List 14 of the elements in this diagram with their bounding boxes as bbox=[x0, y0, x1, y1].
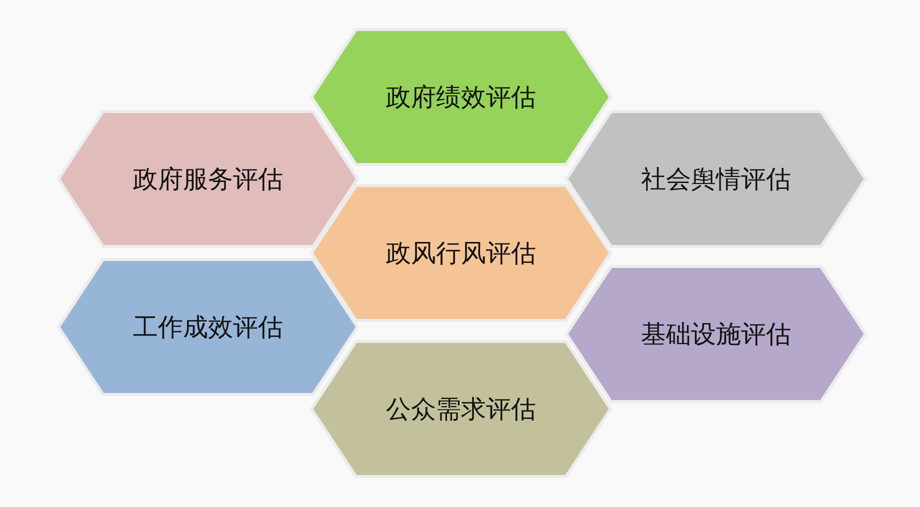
hexagon-node bbox=[310, 28, 612, 166]
node-label: 工作成效评估 bbox=[132, 312, 284, 344]
hexagon-node bbox=[57, 258, 359, 396]
node-label: 公众需求评估 bbox=[385, 394, 537, 426]
hexagon-node bbox=[310, 184, 612, 322]
hexagon-node bbox=[57, 110, 359, 248]
hexagon-node bbox=[310, 340, 612, 478]
node-label: 政府绩效评估 bbox=[385, 82, 537, 114]
node-label: 基础设施评估 bbox=[640, 318, 792, 350]
hexagon-node bbox=[565, 265, 867, 403]
hexagon-node bbox=[565, 110, 867, 248]
node-label: 社会舆情评估 bbox=[640, 164, 792, 196]
node-label: 政风行风评估 bbox=[385, 238, 537, 270]
node-label: 政府服务评估 bbox=[132, 164, 284, 196]
